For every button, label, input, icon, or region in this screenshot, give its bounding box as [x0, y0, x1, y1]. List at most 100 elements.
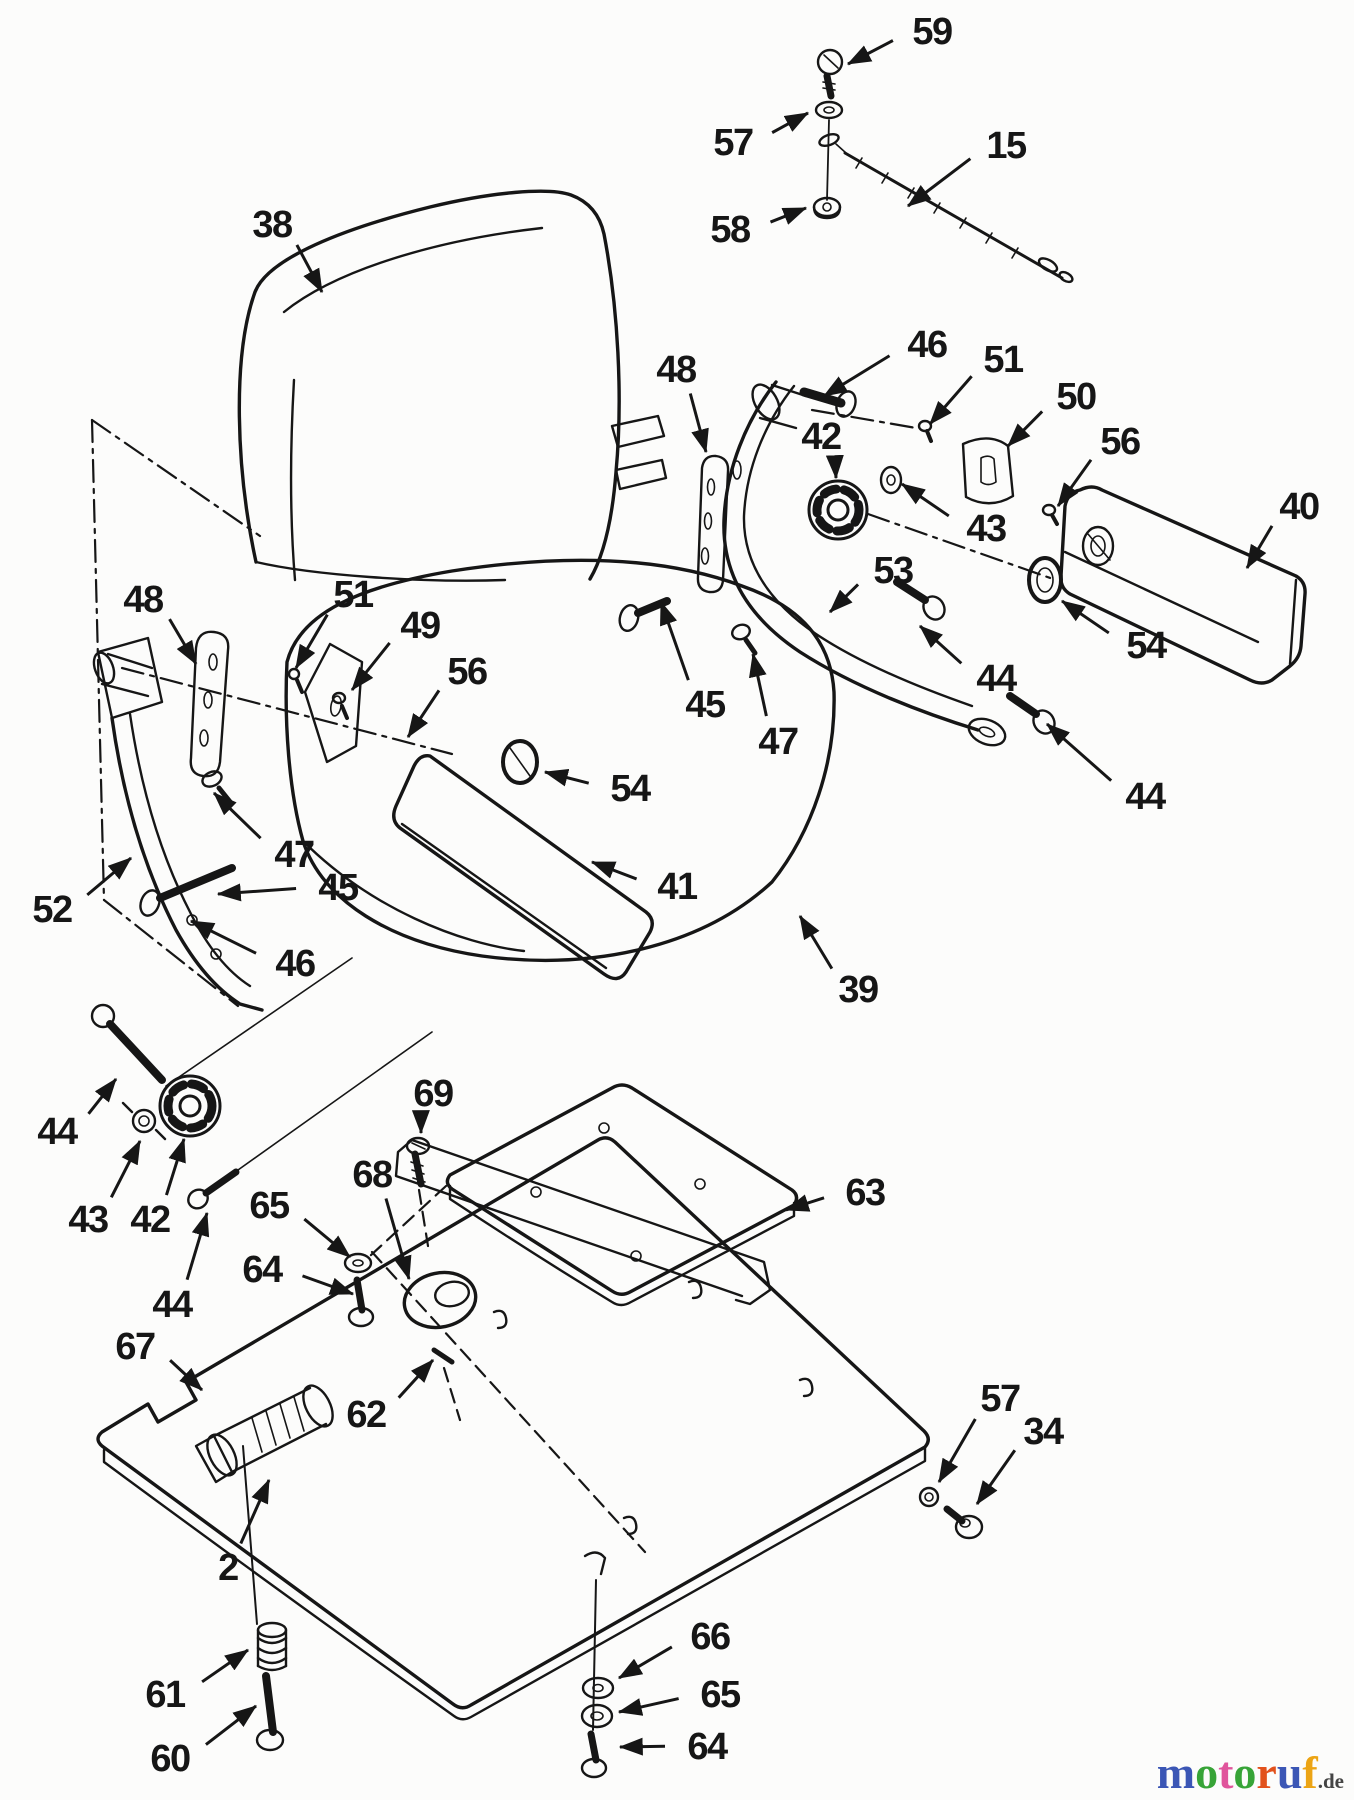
leader-arrow-42 — [825, 454, 844, 480]
top-hardware — [812, 48, 1074, 284]
motoruf-logo: motoruf.de — [1157, 1750, 1344, 1796]
part-number-65: 65 — [700, 1674, 741, 1716]
adjustment-knob-right — [807, 465, 903, 541]
leader-arrow-61 — [201, 1648, 249, 1684]
leader-arrow-39 — [798, 914, 834, 970]
part-number-41: 41 — [657, 866, 698, 908]
leader-arrow-49 — [350, 642, 391, 691]
part-label-47: 47 — [749, 652, 799, 763]
part-label-34: 34 — [975, 1411, 1065, 1505]
seat-base-pan — [96, 1136, 930, 1731]
part-number-54: 54 — [1126, 625, 1167, 667]
leader-arrow-43 — [901, 482, 950, 518]
leader-arrow-64 — [618, 1737, 666, 1756]
part-number-40: 40 — [1279, 486, 1319, 528]
leader-arrow-52 — [86, 856, 132, 897]
part-label-52: 52 — [32, 856, 132, 931]
leader-arrow-68 — [384, 1198, 412, 1281]
leader-arrow-64 — [301, 1274, 355, 1296]
leader-arrow-51 — [294, 613, 329, 670]
part-number-64: 64 — [687, 1726, 728, 1768]
leader-arrow-34 — [975, 1449, 1017, 1505]
part-label-45: 45 — [659, 600, 727, 726]
part-number-66: 66 — [690, 1616, 730, 1658]
part-number-60: 60 — [150, 1738, 190, 1780]
fasteners-left — [139, 667, 349, 917]
leader-arrow-67 — [169, 1359, 204, 1392]
leader-arrow-50 — [1006, 410, 1044, 448]
leader-arrow-65 — [617, 1697, 679, 1716]
leader-arrow-47 — [212, 791, 262, 840]
part-label-42: 42 — [130, 1137, 186, 1241]
part-label-44: 44 — [918, 624, 1018, 700]
part-label-38: 38 — [252, 204, 324, 294]
part-number-46: 46 — [907, 324, 947, 366]
part-label-69: 69 — [411, 1073, 454, 1135]
logo-letter: u — [1276, 1747, 1303, 1798]
part-number-63: 63 — [845, 1172, 885, 1214]
part-number-34: 34 — [1023, 1411, 1064, 1453]
part-label-44: 44 — [37, 1078, 118, 1153]
leader-arrow-66 — [617, 1645, 673, 1680]
part-label-43: 43 — [901, 482, 1007, 550]
part-number-62: 62 — [346, 1394, 386, 1436]
part-label-40: 40 — [1245, 486, 1320, 570]
seat-back — [237, 189, 621, 582]
leader-arrow-47 — [749, 652, 768, 717]
leader-arrow-44 — [87, 1078, 118, 1115]
part-label-15: 15 — [907, 125, 1028, 208]
part-label-46: 46 — [822, 324, 948, 398]
part-number-2: 2 — [218, 1547, 238, 1589]
part-number-15: 15 — [986, 125, 1027, 167]
leader-arrow-58 — [769, 206, 808, 225]
part-number-47: 47 — [274, 834, 314, 876]
part-label-63: 63 — [784, 1172, 886, 1214]
logo-letter: m — [1156, 1747, 1196, 1798]
logo-letter: o — [1195, 1747, 1219, 1798]
leader-arrow-56 — [1056, 458, 1093, 507]
part-label-53: 53 — [828, 550, 914, 614]
leader-arrow-54 — [1061, 599, 1110, 635]
leader-arrow-65 — [303, 1217, 351, 1259]
part-number-67: 67 — [115, 1326, 155, 1368]
part-number-68: 68 — [352, 1154, 392, 1196]
knob-assembly-left — [90, 1003, 240, 1210]
leader-arrow-2 — [239, 1478, 271, 1545]
part-label-59: 59 — [846, 11, 953, 66]
leader-arrow-48 — [168, 618, 198, 666]
part-number-44: 44 — [976, 658, 1017, 700]
part-label-61: 61 — [145, 1648, 249, 1716]
leader-arrow-42 — [164, 1137, 186, 1196]
support-bracket-right — [722, 380, 1007, 747]
part-number-51: 51 — [983, 339, 1024, 381]
part-label-2: 2 — [218, 1478, 271, 1589]
leader-arrow-57 — [771, 111, 810, 134]
motoruf-logo-suffix: .de — [1317, 1769, 1344, 1793]
corner-washer-bolt — [918, 1486, 984, 1540]
leader-arrow-62 — [397, 1358, 435, 1399]
part-number-46: 46 — [275, 943, 315, 985]
part-number-48: 48 — [123, 579, 163, 621]
part-label-44: 44 — [152, 1211, 210, 1326]
armrest-left — [392, 739, 654, 981]
part-label-65: 65 — [617, 1674, 742, 1716]
part-number-56: 56 — [447, 651, 487, 693]
leader-arrow-38 — [295, 244, 324, 294]
part-label-64: 64 — [618, 1726, 729, 1768]
part-number-38: 38 — [252, 204, 292, 246]
part-label-47: 47 — [212, 791, 315, 876]
logo-letter: t — [1218, 1747, 1234, 1798]
part-number-53: 53 — [873, 550, 913, 592]
construction-lines — [90, 408, 1058, 1258]
leader-arrow-48 — [688, 393, 709, 454]
motoruf-logo-word: motoruf — [1157, 1747, 1318, 1798]
part-label-66: 66 — [617, 1616, 731, 1680]
part-label-57: 57 — [937, 1378, 1021, 1484]
part-label-57: 57 — [713, 111, 810, 164]
part-number-44: 44 — [1125, 776, 1166, 818]
leader-arrow-46 — [822, 354, 891, 398]
part-number-45: 45 — [685, 684, 726, 726]
part-number-43: 43 — [68, 1199, 108, 1241]
